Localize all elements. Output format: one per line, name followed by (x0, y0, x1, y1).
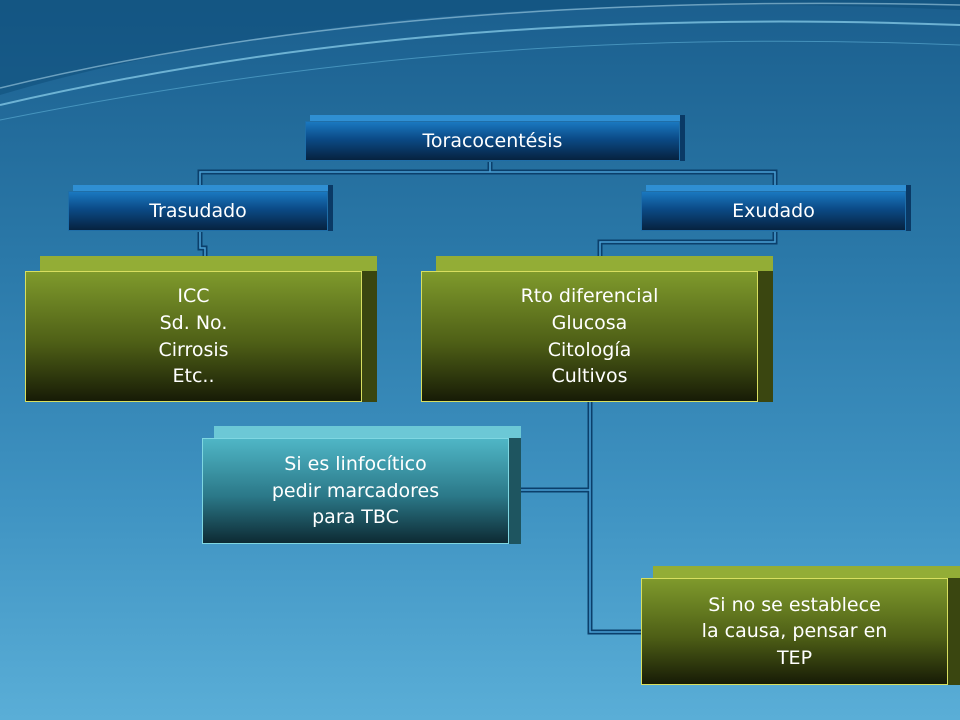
node-trasudado-causes-side (362, 271, 377, 402)
node-trasudado-label: Trasudado (149, 200, 247, 222)
node-exudado-label: Exudado (732, 200, 815, 222)
node-trasudado-causes: ICC Sd. No. Cirrosis Etc.. (25, 256, 377, 402)
node-trasudado-face: Trasudado (68, 191, 328, 231)
node-linfocitico-side (509, 438, 521, 544)
node-exudado-tests-label: Rto diferencial Glucosa Citología Cultiv… (520, 285, 659, 388)
node-tep-side (948, 578, 960, 685)
node-trasudado-causes-face: ICC Sd. No. Cirrosis Etc.. (25, 271, 362, 402)
node-exudado-tests-side (758, 271, 773, 402)
node-trasudado: Trasudado (68, 185, 333, 231)
node-linfocitico-label: Si es linfocítico pedir marcadores para … (271, 453, 440, 529)
node-exudado-side (906, 185, 911, 231)
node-tep: Si no se establece la causa, pensar en T… (641, 566, 960, 685)
node-tep-face: Si no se establece la causa, pensar en T… (641, 578, 948, 685)
node-toracocentesis-top (310, 115, 685, 121)
node-exudado-face: Exudado (641, 191, 906, 231)
node-exudado-top (646, 185, 911, 191)
node-linfocitico-top (214, 426, 521, 438)
node-tep-label: Si no se establece la causa, pensar en T… (701, 593, 888, 669)
node-exudado-tests: Rto diferencial Glucosa Citología Cultiv… (421, 256, 773, 402)
node-toracocentesis: Toracocentésis (305, 115, 685, 161)
node-tep-top (653, 566, 960, 578)
node-exudado-tests-top (436, 256, 773, 271)
node-toracocentesis-label: Toracocentésis (422, 130, 563, 152)
node-toracocentesis-face: Toracocentésis (305, 121, 680, 161)
node-toracocentesis-side (680, 115, 685, 161)
node-trasudado-top (73, 185, 333, 191)
node-trasudado-side (328, 185, 333, 231)
node-linfocitico: Si es linfocítico pedir marcadores para … (202, 426, 521, 544)
node-trasudado-causes-top (40, 256, 377, 271)
node-linfocitico-face: Si es linfocítico pedir marcadores para … (202, 438, 509, 544)
node-exudado: Exudado (641, 185, 911, 231)
node-trasudado-causes-label: ICC Sd. No. Cirrosis Etc.. (158, 285, 229, 388)
node-exudado-tests-face: Rto diferencial Glucosa Citología Cultiv… (421, 271, 758, 402)
